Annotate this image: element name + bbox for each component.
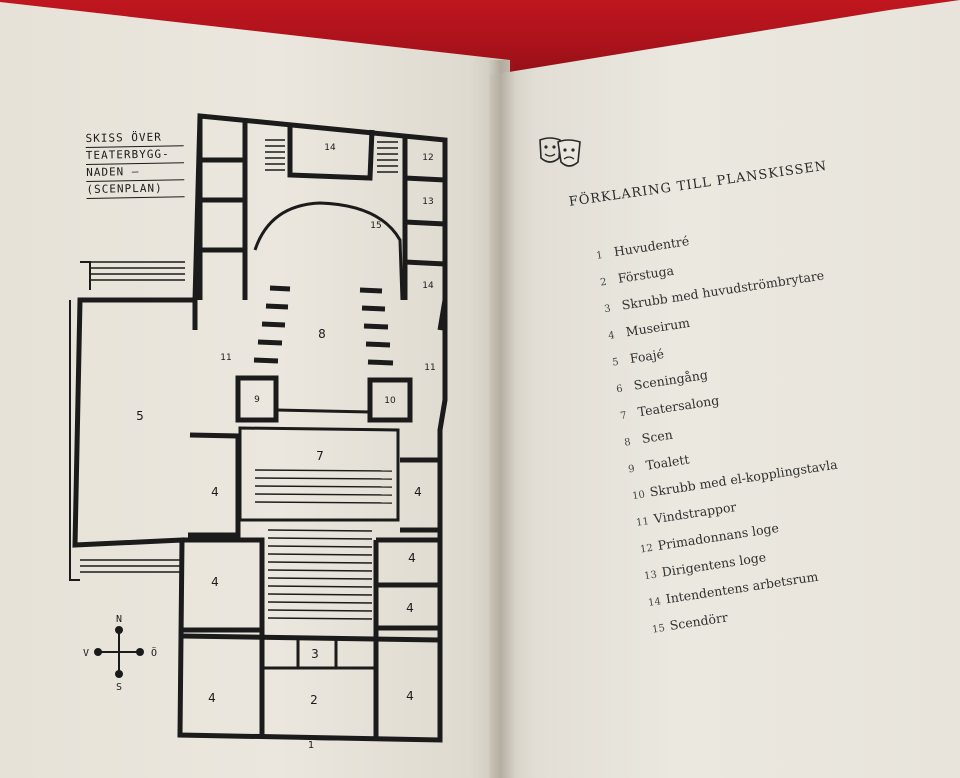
plan-label-closet: 3 [311,647,319,661]
plan-label-museum: 4 [414,485,422,499]
plan-label-stage: 8 [318,327,326,341]
compass-north: N [116,614,122,625]
plan-label-stair: 11 [424,363,435,373]
plan-label-prima-loge: 12 [422,153,433,163]
plan-label-toilet: 9 [254,395,260,405]
right-page [490,0,960,778]
plan-label-museum: 4 [406,689,414,703]
plan-label-conductor-loge: 13 [422,197,433,207]
plan-label-stage-door: 15 [370,221,381,231]
floor-plan: 8 5 7 4 4 4 4 4 4 4 2 3 1 9 10 11 11 14 … [69,113,448,751]
compass-rose-icon: N S V Ö [83,614,157,693]
plan-label-museum: 4 [406,601,414,615]
book-gutter [488,60,516,778]
plan-label-entrance: 1 [308,740,314,751]
plan-label-closet-panel: 10 [384,396,396,406]
plan-label-intendent-office: 14 [324,143,336,153]
compass-west: V [83,648,89,659]
compass-east: Ö [151,646,157,659]
plan-label-museum: 4 [208,691,216,705]
plan-label-museum: 4 [408,551,416,565]
compass-south: S [116,682,122,693]
plan-label-museum: 4 [211,485,219,499]
plan-label-foyer: 5 [136,409,144,423]
left-page [0,2,510,778]
theatre-masks-icon [539,137,581,167]
plan-label-intendent-office: 14 [422,281,434,291]
plan-label-museum: 4 [211,575,219,589]
plan-label-salon: 7 [316,449,324,463]
plan-label-anteroom: 2 [310,693,318,707]
plan-label-stair: 11 [220,353,231,363]
